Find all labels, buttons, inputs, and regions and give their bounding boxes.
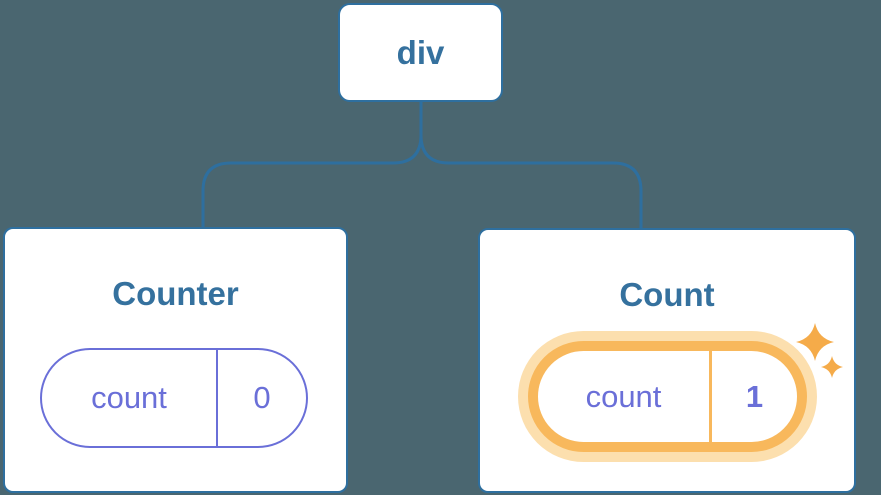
sparkle-small: [821, 356, 843, 378]
state-pill: count 0: [40, 348, 308, 448]
sparkle-large: [796, 323, 834, 361]
state-pill-highlighted: count 1: [528, 341, 807, 452]
state-key-section: count: [42, 350, 218, 446]
component-card-count: Count count 1: [478, 228, 856, 493]
state-key: count: [91, 380, 167, 415]
connector-right-branch: [419, 99, 643, 232]
connector-left-branch: [201, 99, 423, 231]
component-title: Counter: [112, 275, 239, 312]
root-node: div: [338, 3, 503, 102]
state-key-section: count: [538, 351, 712, 442]
state-value: 0: [253, 380, 271, 415]
state-value-section: 0: [218, 350, 306, 446]
root-node-label: div: [396, 33, 445, 71]
component-title: Count: [619, 276, 715, 313]
state-value-section: 1: [712, 351, 797, 442]
component-card-counter: Counter count 0: [3, 227, 348, 493]
state-value: 1: [745, 378, 764, 414]
state-key: count: [585, 378, 662, 414]
